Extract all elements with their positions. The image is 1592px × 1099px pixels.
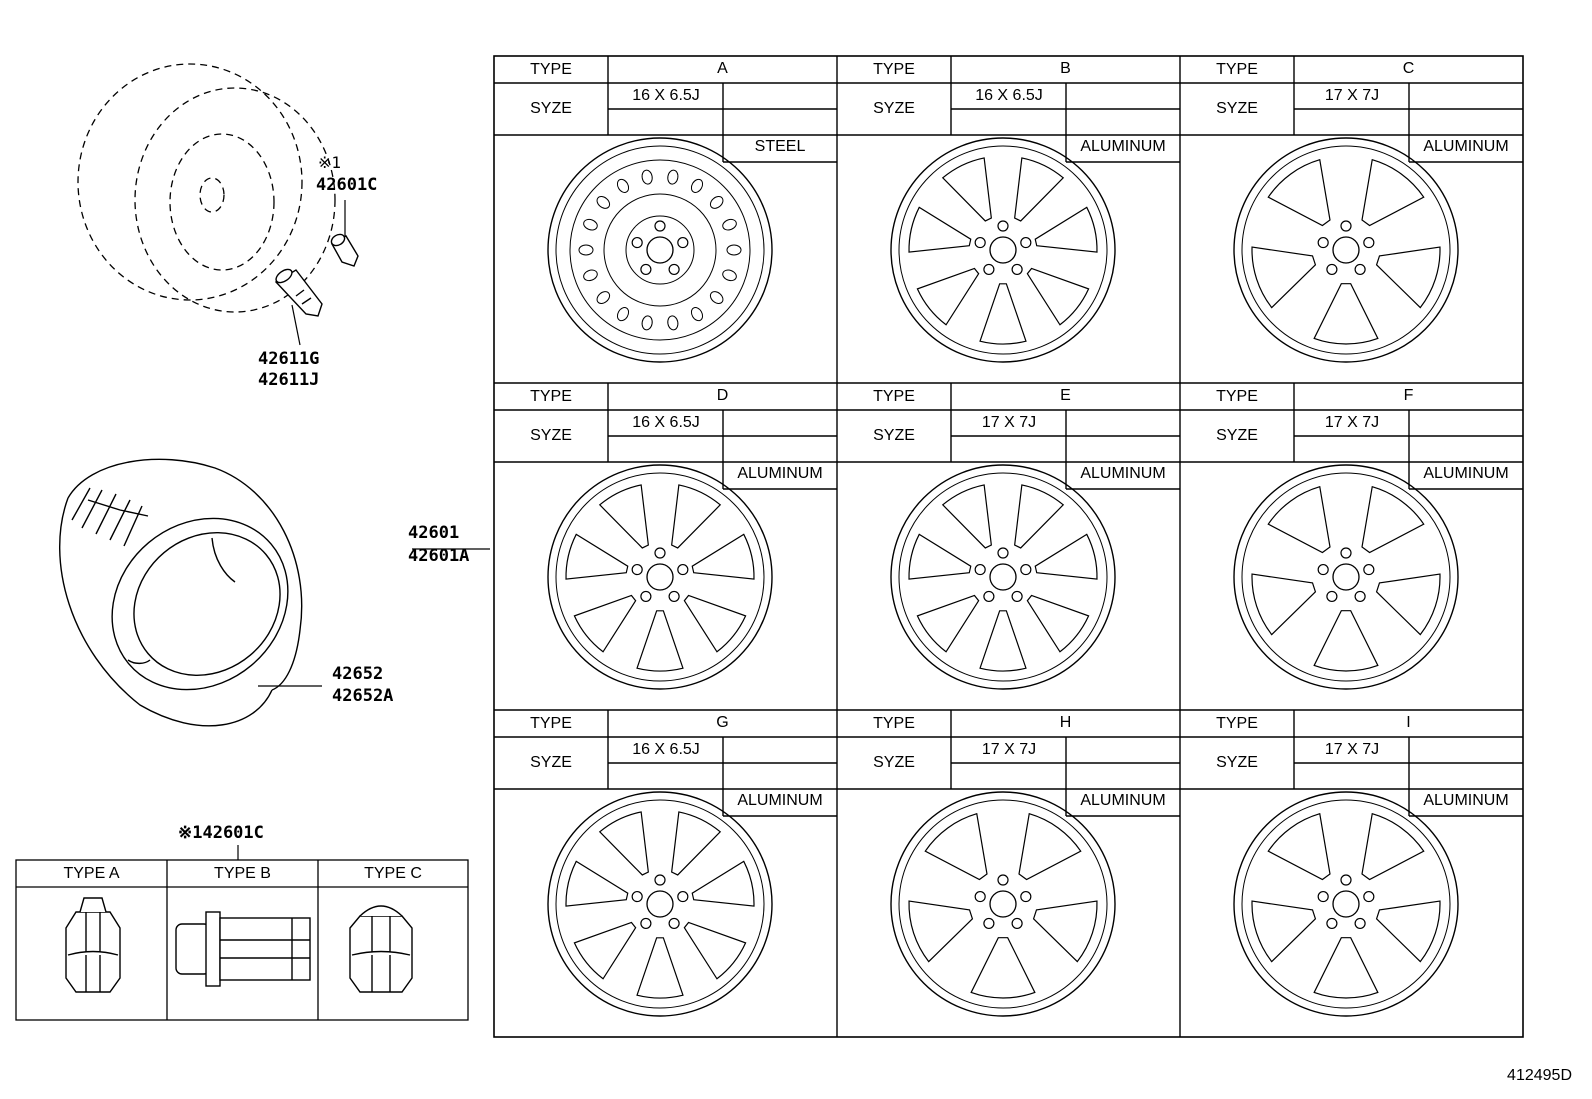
wheel-type-g: G xyxy=(716,714,729,731)
wheel-e-icon xyxy=(890,464,1116,690)
wheel-size-value: 17 X 7J xyxy=(981,414,1037,431)
wheel-size-value: 16 X 6.5J xyxy=(975,87,1043,104)
left-drawings xyxy=(15,63,490,1021)
nut-type-c-icon xyxy=(349,905,413,993)
nut-type-b-header: TYPE B xyxy=(214,865,271,882)
diagram-id: 412495D xyxy=(1507,1067,1572,1084)
wheel-type-e: E xyxy=(1060,387,1071,404)
size-label: SYZE xyxy=(873,100,915,117)
part-number-42601: 42601 xyxy=(408,523,460,543)
wheel-g-icon xyxy=(547,791,773,1017)
wheel-cell-e xyxy=(837,383,1180,690)
part-number-42652: 42652 xyxy=(332,664,384,684)
wheel-type-b: B xyxy=(1060,60,1071,77)
wheel-type-i: I xyxy=(1406,714,1411,731)
type-label: TYPE xyxy=(1216,388,1258,405)
type-label: TYPE xyxy=(873,61,915,78)
wheel-size-value: 17 X 7J xyxy=(981,741,1037,758)
size-label: SYZE xyxy=(873,427,915,444)
wheel-assembly-drawing xyxy=(77,63,336,313)
wheel-material: ALUMINUM xyxy=(1423,465,1509,482)
size-label: SYZE xyxy=(530,427,572,444)
wheel-material: ALUMINUM xyxy=(1423,792,1509,809)
wheel-material: STEEL xyxy=(754,138,806,155)
size-label: SYZE xyxy=(1216,427,1258,444)
wheel-material: ALUMINUM xyxy=(737,792,823,809)
type-label: TYPE xyxy=(1216,715,1258,732)
wheel-type-a: A xyxy=(717,60,728,77)
note-mark-label: ※1 xyxy=(318,153,342,172)
valve-stem-icon xyxy=(274,268,323,317)
size-label: SYZE xyxy=(1216,754,1258,771)
wheel-f-icon xyxy=(1233,464,1459,690)
wheel-material: ALUMINUM xyxy=(1080,465,1166,482)
wheel-cell-h xyxy=(837,710,1180,1017)
part-number-42601a: 42601A xyxy=(408,546,470,566)
wheel-cell-a xyxy=(494,56,837,363)
part-number-42611j: 42611J xyxy=(258,370,320,390)
wheel-cell-f xyxy=(1180,383,1523,690)
type-label: TYPE xyxy=(873,715,915,732)
size-label: SYZE xyxy=(530,754,572,771)
nut-type-a-header: TYPE A xyxy=(63,865,120,882)
wheel-size-value: 16 X 6.5J xyxy=(632,741,700,758)
wheel-material: ALUMINUM xyxy=(1080,138,1166,155)
part-number-42601c: 42601C xyxy=(316,175,378,195)
wheel-material: ALUMINUM xyxy=(737,465,823,482)
wheel-h-icon xyxy=(890,791,1116,1017)
nut-table-title: ※142601C xyxy=(178,823,264,843)
size-label: SYZE xyxy=(873,754,915,771)
wheel-cell-g xyxy=(494,710,837,1017)
wheel-type-h: H xyxy=(1059,714,1072,731)
type-label: TYPE xyxy=(530,388,572,405)
type-label: TYPE xyxy=(873,388,915,405)
type-label: TYPE xyxy=(530,715,572,732)
wheel-cell-b xyxy=(837,56,1180,363)
wheel-cell-c xyxy=(1180,56,1523,363)
size-label: SYZE xyxy=(1216,100,1258,117)
size-label: SYZE xyxy=(530,100,572,117)
wheel-type-d: D xyxy=(716,387,729,404)
wheel-a-icon xyxy=(547,137,773,363)
type-label: TYPE xyxy=(530,61,572,78)
wheel-size-value: 16 X 6.5J xyxy=(632,87,700,104)
type-label: TYPE xyxy=(1216,61,1258,78)
wheel-size-value: 16 X 6.5J xyxy=(632,414,700,431)
wheel-type-f: F xyxy=(1403,387,1414,404)
nut-type-a-icon xyxy=(65,897,121,993)
wheel-type-c: C xyxy=(1402,60,1415,77)
nut-type-c-header: TYPE C xyxy=(364,865,422,882)
part-number-42611g: 42611G xyxy=(258,349,320,369)
nut-type-table xyxy=(15,859,469,1021)
wheel-size-value: 17 X 7J xyxy=(1324,87,1380,104)
part-number-42652a: 42652A xyxy=(332,686,394,706)
wheel-d-icon xyxy=(547,464,773,690)
wheel-cell-i xyxy=(1180,710,1523,1017)
wheel-size-value: 17 X 7J xyxy=(1324,414,1380,431)
wheel-c-icon xyxy=(1233,137,1459,363)
wheel-material: ALUMINUM xyxy=(1080,792,1166,809)
lug-nut-small-icon xyxy=(330,233,359,267)
wheel-cell-d xyxy=(494,383,837,690)
wheel-size-value: 17 X 7J xyxy=(1324,741,1380,758)
wheel-i-icon xyxy=(1233,791,1459,1017)
wheel-b-icon xyxy=(890,137,1116,363)
wheel-material: ALUMINUM xyxy=(1423,138,1509,155)
tire-drawing xyxy=(59,458,303,727)
nut-type-b-icon xyxy=(175,911,311,987)
